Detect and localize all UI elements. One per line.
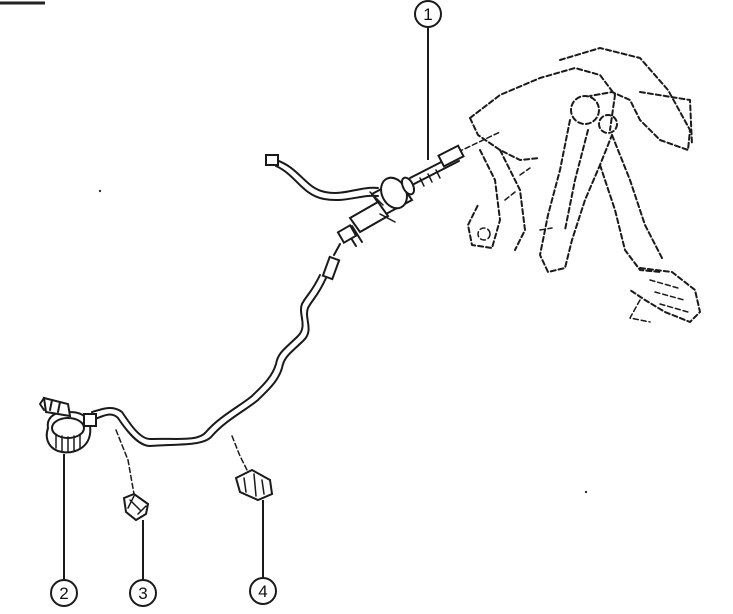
line-retaining-clip xyxy=(115,429,150,522)
line-mounting-bracket xyxy=(231,435,274,502)
scan-speck xyxy=(98,189,102,193)
reservoir-hose xyxy=(265,154,379,201)
callout-1-label: 1 xyxy=(423,5,432,24)
clip-leader xyxy=(115,429,135,495)
callout-2-circle xyxy=(50,579,78,607)
callout-4-label: 4 xyxy=(258,582,267,601)
callout-1-circle xyxy=(414,0,442,28)
clutch-hydraulic-line xyxy=(91,243,341,447)
pedal-assembly xyxy=(467,47,701,323)
pushrod-leader xyxy=(457,131,501,153)
bracket-leader xyxy=(231,435,249,473)
clutch-slave-cylinder xyxy=(39,396,97,454)
callout-3-label: 3 xyxy=(138,584,147,603)
scan-speck xyxy=(584,490,588,494)
callout-3-circle xyxy=(129,579,157,607)
callout-4-circle xyxy=(249,577,277,605)
clutch-master-cylinder xyxy=(336,144,465,247)
callout-2-label: 2 xyxy=(59,584,68,603)
